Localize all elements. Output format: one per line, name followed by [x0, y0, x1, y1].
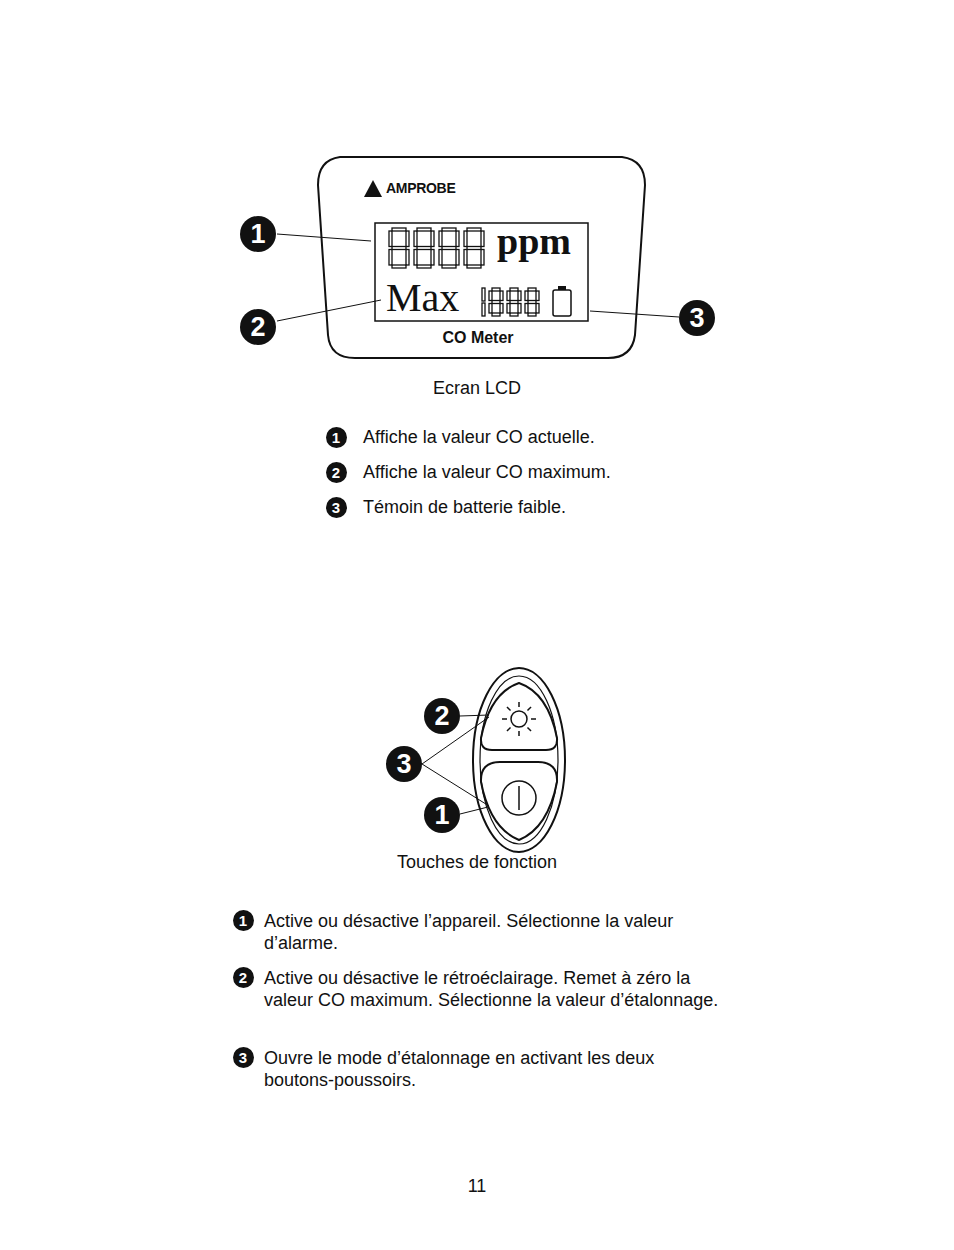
callout-number: 3 — [233, 1047, 254, 1068]
callout-number: 1 — [240, 216, 276, 252]
amprobe-logo — [364, 180, 382, 197]
callout-number: 3 — [386, 746, 422, 782]
page-number: 11 — [468, 1176, 487, 1198]
callout-number: 3 — [679, 300, 715, 336]
figure-caption: Ecran LCD — [433, 378, 521, 400]
description: Affiche la valeur CO actuelle. — [363, 427, 595, 449]
description: Témoin de batterie faible. — [363, 497, 566, 519]
backlight-button — [481, 683, 557, 750]
leader-lines — [277, 234, 679, 814]
callout-number: 2 — [424, 698, 460, 734]
brand-name: AMPROBE — [386, 180, 455, 197]
figure-caption: Touches de fonction — [397, 852, 557, 874]
description: Active ou désactive le rétroéclairage. R… — [264, 967, 726, 1011]
button-housing — [473, 668, 565, 852]
max-label: Max — [386, 274, 459, 322]
callout-number: 1 — [424, 797, 460, 833]
battery-icon — [553, 290, 571, 316]
unit-label: ppm — [497, 219, 571, 265]
power-icon — [502, 781, 536, 815]
description: Ouvre le mode d’étalonnage en activant l… — [264, 1047, 726, 1091]
callout-number: 2 — [240, 309, 276, 345]
model-label: CO Meter — [442, 328, 513, 347]
callout-number: 1 — [233, 910, 254, 931]
meter-housing — [318, 157, 645, 358]
callout-number: 2 — [233, 967, 254, 988]
callout-number: 1 — [326, 427, 347, 448]
callout-number: 2 — [326, 462, 347, 483]
power-button — [481, 762, 557, 840]
sun-icon — [502, 702, 536, 736]
callout-number: 3 — [326, 497, 347, 518]
description: Affiche la valeur CO maximum. — [363, 462, 611, 484]
description: Active ou désactive l’appareil. Sélectio… — [264, 910, 726, 954]
